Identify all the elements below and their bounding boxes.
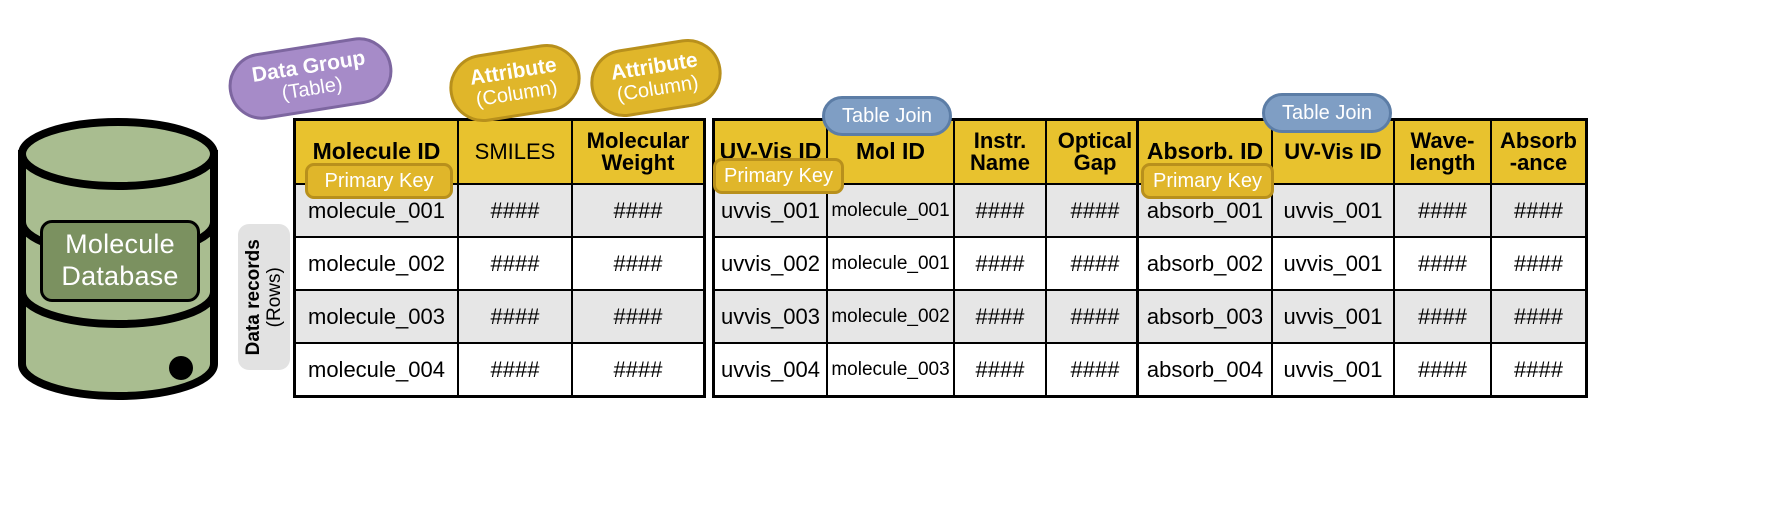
column-header-text: Weight (601, 150, 675, 175)
column-header-text: Absorb (1500, 127, 1577, 153)
table-cell: molecule_001 (828, 183, 955, 236)
table-cell: uvvis_002 (715, 236, 828, 289)
table-cell: #### (1492, 236, 1585, 289)
badge-data-group: Data Group (Table) (223, 32, 398, 125)
database-name-line1: Molecule (65, 229, 175, 260)
badge-table-join-1: Table Join (822, 96, 952, 136)
column-header[interactable]: SMILES (459, 121, 573, 183)
badge-primary-key-1-label: Primary Key (324, 170, 434, 192)
database-name-line2: Database (61, 261, 179, 291)
column-header-text: Optical (1057, 127, 1133, 153)
column-header-text: SMILES (474, 138, 556, 164)
badge-primary-key-2-label: Primary Key (724, 165, 833, 187)
column-header-text: UV-Vis ID (719, 138, 822, 165)
column-header-text: -ance (1509, 150, 1568, 175)
table-cell: uvvis_001 (1273, 342, 1395, 395)
table-cell: #### (1395, 342, 1492, 395)
table-cell: #### (573, 236, 703, 289)
column-header[interactable]: Instr.Name (955, 121, 1047, 183)
table-cell: #### (459, 236, 573, 289)
table-cell: absorb_002 (1139, 236, 1273, 289)
table-cell: #### (1492, 183, 1585, 236)
database-name-label: Molecule Database (40, 220, 200, 302)
column-header-text: Gap (1073, 150, 1117, 175)
table-cell: #### (1395, 183, 1492, 236)
badge-table-join-2-label: Table Join (1281, 102, 1373, 124)
table-cell: molecule_003 (296, 289, 459, 342)
column-header-text: Wave- (1410, 127, 1475, 153)
badge-primary-key-3: Primary Key (1141, 163, 1274, 199)
table-cell: molecule_002 (296, 236, 459, 289)
column-header[interactable]: Absorb-ance (1492, 121, 1585, 183)
data-records-rows-tag: Data records (Rows) (238, 224, 290, 370)
badge-primary-key-3-label: Primary Key (1153, 170, 1262, 192)
table-row[interactable]: molecule_004######## (296, 342, 703, 395)
table-cell: uvvis_001 (1273, 236, 1395, 289)
table-cell: absorb_004 (1139, 342, 1273, 395)
table-cell: molecule_002 (828, 289, 955, 342)
column-header-text: UV-Vis ID (1284, 138, 1382, 164)
column-header-text: Molecule ID (312, 138, 441, 165)
table-cell: #### (955, 289, 1047, 342)
table-cell: #### (955, 236, 1047, 289)
table-cell: uvvis_003 (715, 289, 828, 342)
table-cell: #### (459, 289, 573, 342)
table-cell: molecule_004 (296, 342, 459, 395)
column-header[interactable]: Wave-length (1395, 121, 1492, 183)
table-cell: molecule_003 (828, 342, 955, 395)
badge-table-join-2: Table Join (1262, 93, 1392, 133)
column-header-text: Mol ID (856, 138, 925, 165)
table-cell: #### (573, 289, 703, 342)
column-header-text: length (1409, 150, 1476, 175)
badge-primary-key-1: Primary Key (305, 163, 453, 199)
table-cell: uvvis_004 (715, 342, 828, 395)
table-row[interactable]: molecule_003######## (296, 289, 703, 342)
badge-primary-key-2: Primary Key (713, 158, 844, 194)
table-cell: #### (1395, 236, 1492, 289)
column-header-text: Molecular (586, 127, 690, 153)
table-cell: #### (1492, 342, 1585, 395)
table-cell: #### (1047, 342, 1143, 395)
table-cell: #### (1047, 236, 1143, 289)
table-cell: #### (955, 183, 1047, 236)
table-cell: #### (573, 183, 703, 236)
table-row[interactable]: molecule_002######## (296, 236, 703, 289)
table-cell: #### (1395, 289, 1492, 342)
table-cell: #### (1047, 183, 1143, 236)
badge-attribute-1: Attribute (Column) (444, 39, 586, 127)
molecule-database-cylinder: Molecule Database (18, 118, 218, 400)
table-cell: #### (1492, 289, 1585, 342)
table-cell: #### (459, 342, 573, 395)
table-cell: absorb_003 (1139, 289, 1273, 342)
badge-table-join-1-label: Table Join (841, 105, 933, 127)
data-records-label: Data records (242, 238, 264, 356)
table-cell: #### (459, 183, 573, 236)
table-cell: molecule_001 (828, 236, 955, 289)
table-cell: uvvis_001 (1273, 183, 1395, 236)
column-header[interactable]: Absorb. ID (1139, 121, 1273, 183)
column-header-text: Name (970, 150, 1030, 175)
column-header-text: Absorb. ID (1146, 138, 1264, 165)
column-header-text: Instr. (973, 127, 1027, 153)
table-cell: #### (1047, 289, 1143, 342)
badge-attribute-2: Attribute (Column) (585, 34, 727, 122)
table-cell: #### (955, 342, 1047, 395)
table-cell: #### (573, 342, 703, 395)
table-cell: uvvis_001 (1273, 289, 1395, 342)
rows-sublabel: (Rows) (264, 266, 286, 328)
